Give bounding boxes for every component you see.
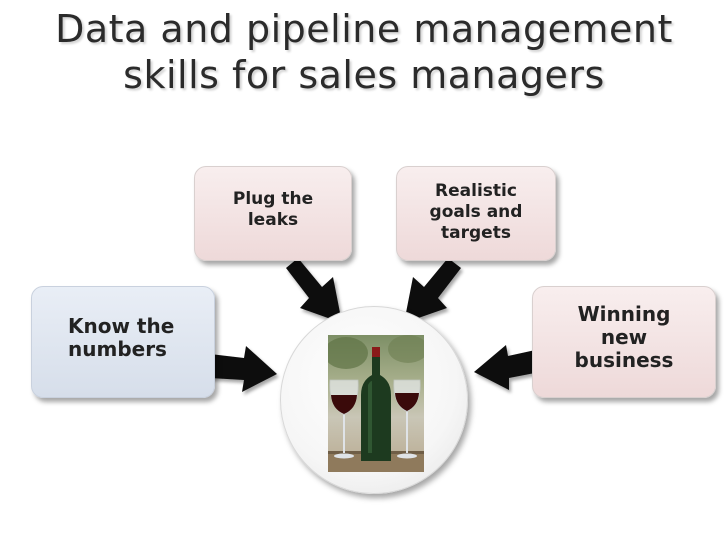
slide-title: Data and pipeline management skills for … bbox=[55, 7, 673, 97]
box-winning-new-business: Winning new business bbox=[532, 286, 716, 398]
box-realistic-goals: Realistic goals and targets bbox=[396, 166, 556, 261]
arrow-plug-icon bbox=[286, 258, 342, 323]
arrow-winning-icon bbox=[474, 345, 540, 390]
arrow-realistic-icon bbox=[404, 258, 461, 323]
arrow-know-icon bbox=[210, 346, 277, 392]
box-plug-the-leaks: Plug the leaks bbox=[194, 166, 352, 261]
wine-bottle-icon bbox=[328, 335, 424, 472]
wine-photo bbox=[328, 335, 424, 472]
box-know-the-numbers: Know the numbers bbox=[31, 286, 215, 398]
